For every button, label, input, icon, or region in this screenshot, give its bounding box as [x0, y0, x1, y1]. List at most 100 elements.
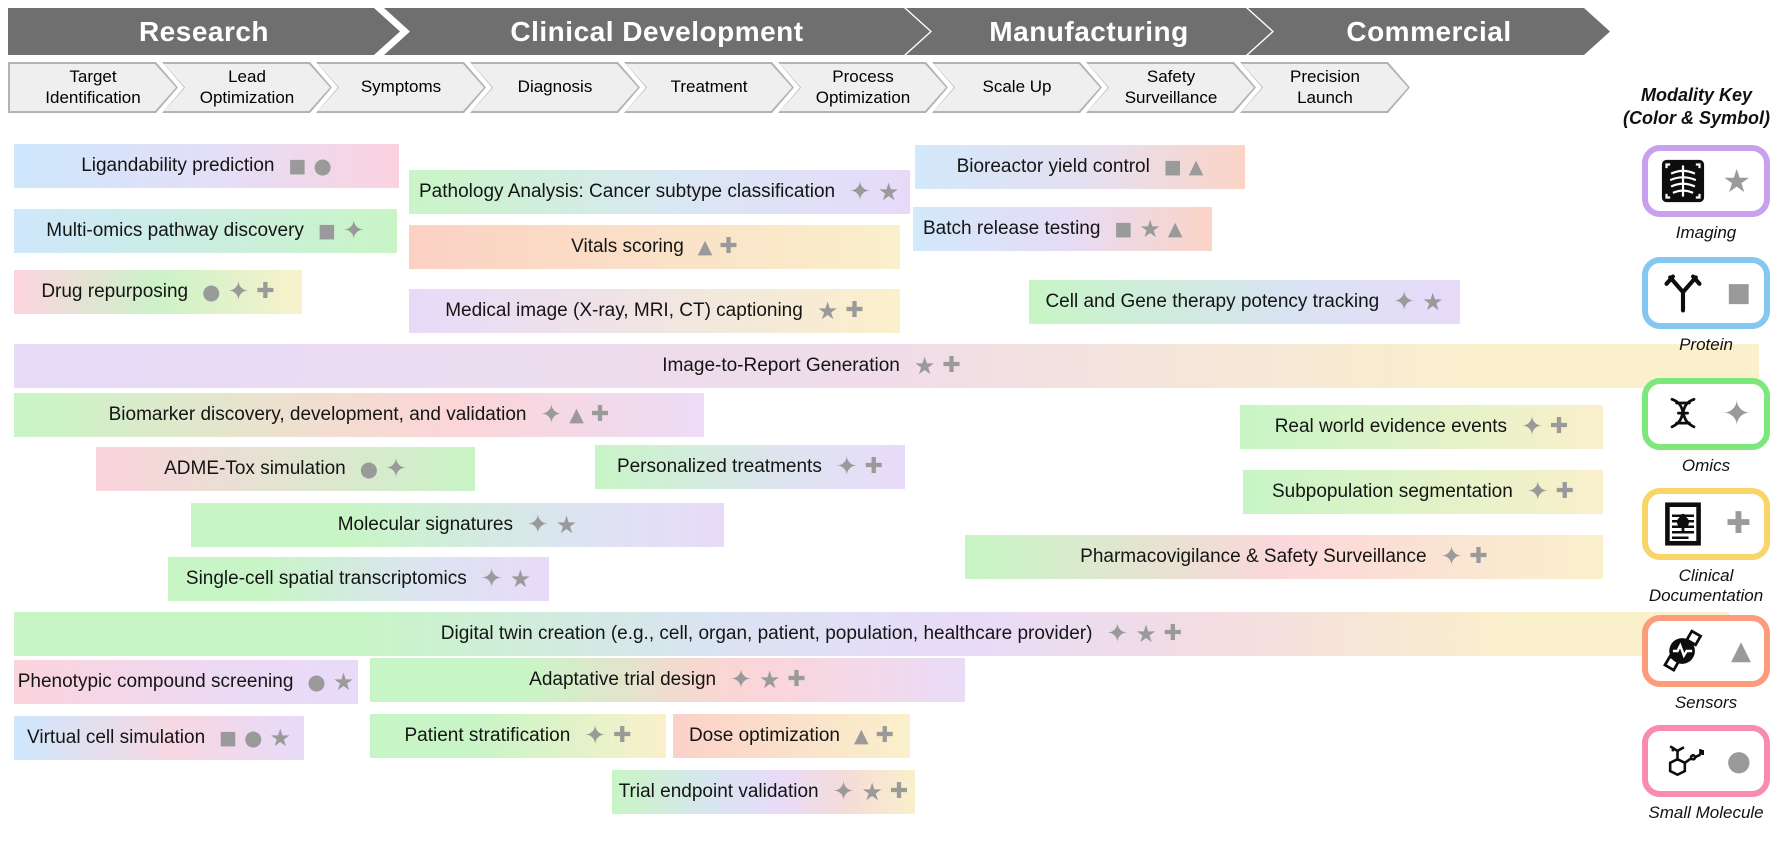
omics-symbol-icon: ✦ — [1106, 619, 1129, 649]
key-box-clinical-documentation: ✚ — [1642, 488, 1770, 560]
bar-real-world-evidence-events: Real world evidence events✦✚ — [1240, 405, 1603, 449]
bar-label: Multi-omics pathway discovery — [46, 220, 304, 241]
modality-key-title-line1: Modality Key — [1640, 85, 1753, 105]
small-molecule-symbol-icon: ● — [307, 669, 326, 694]
stage-label: Diagnosis — [517, 77, 593, 97]
imaging-symbol-icon: ★ — [1135, 620, 1157, 648]
protein-symbol-icon: ■ — [1726, 278, 1751, 308]
imaging-symbol-icon: ★ — [758, 666, 781, 694]
bar-label: Virtual cell simulation — [27, 727, 206, 748]
key-box-omics: ✦ — [1642, 378, 1770, 450]
stage-inner: Treatment — [626, 64, 792, 111]
stage-symptoms: Symptoms — [316, 62, 486, 113]
bar-label: Medical image (X-ray, MRI, CT) captionin… — [445, 300, 803, 321]
sensors-symbol-icon: ▲ — [1188, 155, 1204, 178]
imaging-symbol-icon: ★ — [555, 511, 578, 539]
bar-label: Bioreactor yield control — [956, 156, 1150, 177]
omics-symbol-icon: ✦ — [385, 454, 407, 484]
bar-multi-omics-pathway-discovery: Multi-omics pathway discovery■✦ — [14, 209, 397, 253]
bar-label: Molecular signatures — [337, 514, 513, 535]
bar-virtual-cell-simulation: Virtual cell simulation■●★ — [14, 716, 304, 760]
imaging-symbol-icon: ★ — [332, 668, 355, 696]
phase-research: Research — [8, 8, 400, 55]
stage-inner: Safety Surveillance — [1088, 64, 1254, 111]
imaging-symbol-icon: ★ — [877, 178, 900, 206]
stage-target-identification: Target Identification — [8, 62, 178, 113]
key-label-clinical-documentation: Clinical Documentation — [1648, 566, 1764, 605]
protein-symbol-icon: ■ — [219, 726, 238, 749]
stage-precision-launch: Precision Launch — [1240, 62, 1410, 113]
bar-label: Pharmacovigilance & Safety Surveillance — [1080, 546, 1427, 567]
key-label-sensors: Sensors — [1674, 693, 1738, 712]
small-molecule-symbol-icon: ● — [202, 279, 221, 304]
sensors-symbol-icon: ▲ — [1167, 217, 1183, 240]
phase-commercial: Commercial — [1248, 8, 1610, 55]
bar-label: Subpopulation segmentation — [1271, 481, 1513, 502]
key-label-protein: Protein — [1679, 335, 1733, 354]
bar-vitals-scoring: Vitals scoring▲✚ — [409, 225, 900, 269]
imaging-symbol-icon: ★ — [1139, 215, 1161, 243]
phase-label: Commercial — [1346, 15, 1512, 47]
xray-icon — [1661, 159, 1705, 203]
bar-single-cell-spatial-transcriptomics: Single-cell spatial transcriptomics✦★ — [168, 557, 549, 601]
small-molecule-symbol-icon: ● — [244, 725, 263, 750]
sensors-symbol-icon: ▲ — [697, 235, 713, 258]
stage-label: Symptoms — [360, 77, 442, 97]
phase-label: Clinical Development — [510, 15, 804, 47]
clinical-documentation-symbol-icon: ✚ — [1725, 506, 1751, 541]
stage-inner: Scale Up — [934, 64, 1100, 111]
stage-inner: Lead Optimization — [164, 64, 330, 111]
protein-symbol-icon: ■ — [1163, 155, 1182, 178]
imaging-symbol-icon: ★ — [861, 778, 883, 806]
bar-pharmacovigilance-safety-surveillance: Pharmacovigilance & Safety Surveillance✦… — [965, 535, 1603, 579]
imaging-symbol-icon: ★ — [1422, 288, 1444, 316]
bar-label: Batch release testing — [923, 218, 1101, 239]
clinical-documentation-symbol-icon: ✚ — [1469, 544, 1488, 569]
omics-symbol-icon: ✦ — [1526, 477, 1549, 507]
clinical-documentation-symbol-icon: ✚ — [719, 234, 738, 259]
stage-inner: Diagnosis — [472, 64, 638, 111]
clinical-documentation-symbol-icon: ✚ — [864, 454, 884, 479]
stage-inner: Target Identification — [10, 64, 176, 111]
stage-label: Process Optimization — [815, 67, 911, 107]
stage-inner: Symptoms — [318, 64, 484, 111]
stage-lead-optimization: Lead Optimization — [162, 62, 332, 113]
omics-symbol-icon: ✦ — [832, 777, 855, 807]
omics-symbol-icon: ✦ — [1393, 287, 1416, 317]
omics-symbol-icon: ✦ — [584, 721, 607, 751]
bar-biomarker-discovery-development-and-vali: Biomarker discovery, development, and va… — [14, 393, 704, 437]
clinical-documentation-symbol-icon: ✚ — [889, 779, 909, 804]
bar-label: Adaptative trial design — [529, 669, 717, 690]
bar-trial-endpoint-validation: Trial endpoint validation✦★✚ — [612, 770, 915, 814]
clinical-documentation-symbol-icon: ✚ — [875, 723, 895, 748]
stage-inner: Precision Launch — [1242, 64, 1408, 111]
bar-adaptative-trial-design: Adaptative trial design✦★✚ — [370, 658, 965, 702]
bar-drug-repurposing: Drug repurposing●✦✚ — [14, 270, 302, 314]
bar-label: Dose optimization — [688, 725, 840, 746]
key-box-small-molecule: ● — [1642, 725, 1770, 797]
omics-symbol-icon: ✦ — [849, 177, 871, 207]
bar-label: Image-to-Report Generation — [662, 355, 900, 376]
bar-label: Pathology Analysis: Cancer subtype class… — [419, 181, 836, 202]
antibody-icon — [1661, 271, 1705, 315]
omics-symbol-icon: ✦ — [527, 510, 549, 540]
imaging-symbol-icon: ★ — [816, 297, 839, 325]
key-label-small-molecule: Small Molecule — [1648, 803, 1764, 822]
key-label-omics: Omics — [1681, 456, 1731, 475]
stage-label: Scale Up — [982, 77, 1052, 97]
stage-label: Lead Optimization — [199, 67, 295, 107]
modality-key-title-line2: (Color & Symbol) — [1623, 107, 1770, 128]
small-molecule-symbol-icon: ● — [359, 456, 379, 481]
small-molecule-symbol-icon: ● — [313, 153, 332, 178]
sensor-icon — [1661, 629, 1705, 673]
bar-pathology-analysis-cancer-subtype-classi: Pathology Analysis: Cancer subtype class… — [409, 170, 910, 214]
protein-symbol-icon: ■ — [317, 219, 336, 242]
phase-label: Research — [138, 15, 270, 47]
key-box-sensors: ▲ — [1642, 615, 1770, 687]
bar-label: Ligandability prediction — [81, 155, 275, 176]
bar-personalized-treatments: Personalized treatments✦✚ — [595, 445, 905, 489]
omics-symbol-icon: ✦ — [227, 277, 250, 307]
stage-label: Treatment — [670, 77, 748, 97]
stage-label: Safety Surveillance — [1124, 67, 1218, 107]
